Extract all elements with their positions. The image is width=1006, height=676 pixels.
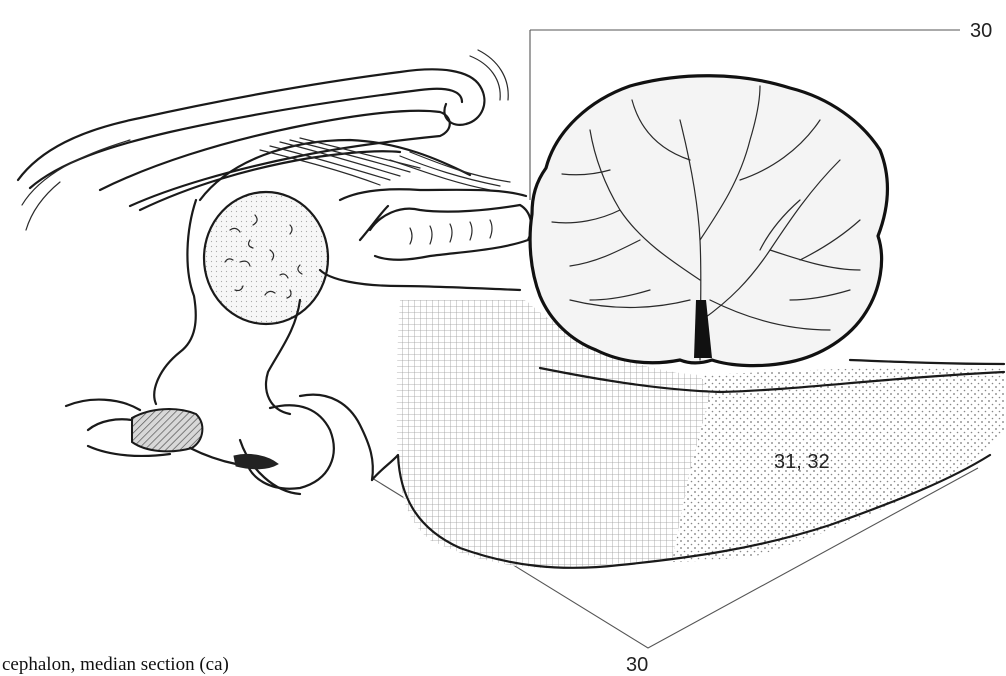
- optic-chiasm: [66, 400, 278, 469]
- midbrain-tectum: [340, 189, 531, 259]
- label-31-32: 31, 32: [774, 451, 830, 473]
- thalamus-adhesion: [204, 192, 328, 324]
- cerebellum: [530, 76, 887, 366]
- figure-caption: cephalon, median section (ca): [2, 654, 229, 675]
- label-30-top: 30: [970, 20, 992, 42]
- label-30-bottom: 30: [626, 654, 648, 676]
